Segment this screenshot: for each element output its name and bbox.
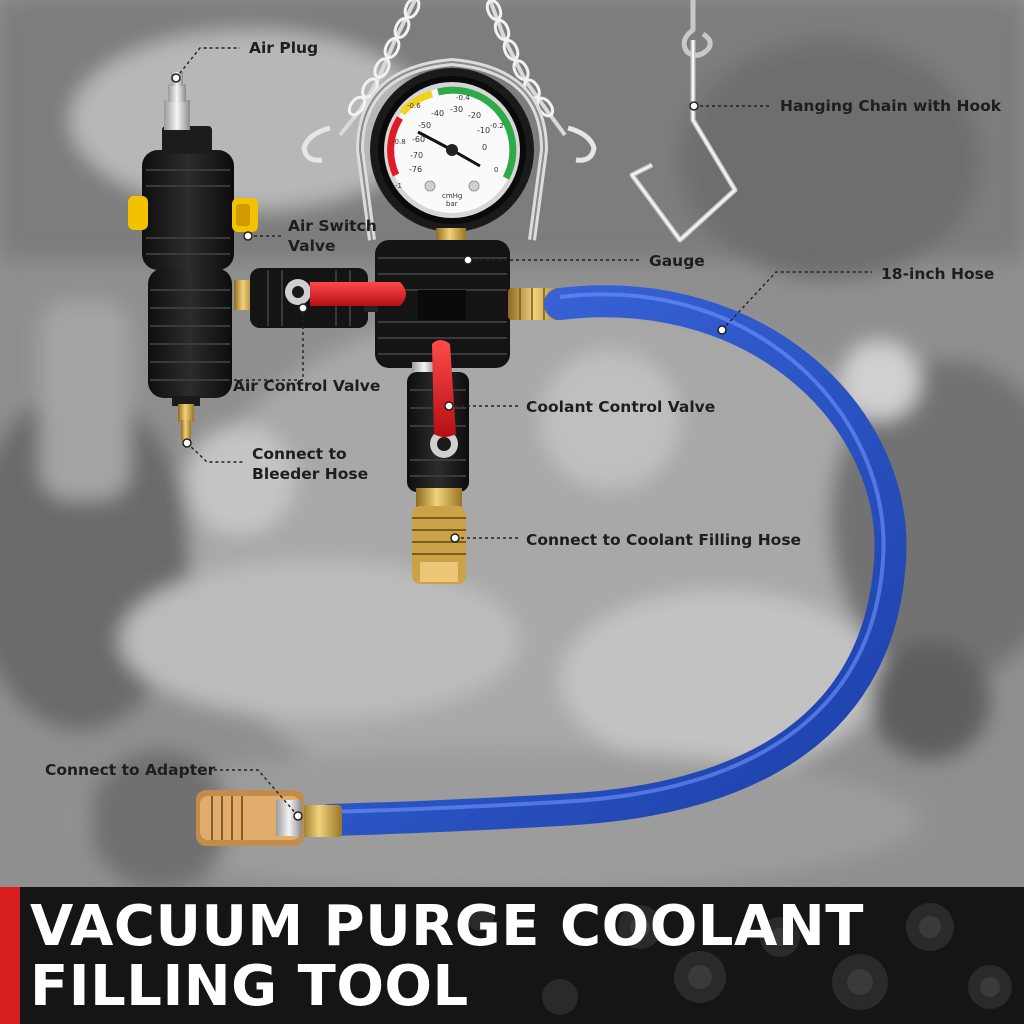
gauge-tick: -20 [468,111,481,120]
label-coolant-filling-hose: Connect to Coolant Filling Hose [526,531,802,549]
gauge-bar-tick: -0.4 [456,94,470,102]
gauge-brass-stem [436,228,466,242]
label-hanging-chain: Hanging Chain with Hook [780,97,1002,115]
gauge-tick: -70 [410,151,423,160]
air-plug [162,72,212,154]
label-air-switch-valve: Air Switch Valve [288,216,377,256]
central-manifold [375,240,510,368]
label-bleeder-hose-line1: Connect to [252,445,347,463]
gauge-unit: cmHg [442,192,462,200]
gauge-tick: -10 [477,126,490,135]
gauge-bar-tick: 0 [494,166,498,174]
gauge-unit: bar [446,200,458,208]
label-bleeder-hose-line2: Bleeder Hose [252,465,369,483]
label-gauge: Gauge [649,252,705,270]
left-valve-body [142,150,234,398]
air-control-valve-handle [310,282,406,306]
label-air-plug: Air Plug [249,39,319,57]
label-bleeder-hose: Connect to Bleeder Hose [252,444,368,484]
banner-engine-texture [466,903,1012,1015]
label-18-inch-hose: 18-inch Hose [881,265,995,283]
gauge-tick: 0 [482,143,487,152]
callout-leaders [175,47,872,817]
bleeder-hose-connector [172,396,200,440]
coolant-valve-handle [432,340,456,437]
title-banner: VACUUM PURGE COOLANT FILLING TOOL [0,887,1024,1024]
vacuum-gauge: -76 -70 -60 -50 -40 -30 -20 -10 0 -1 -0.… [370,68,534,232]
gauge-bar-tick: -0.2 [490,122,504,130]
chain-hooks [301,125,597,163]
label-air-switch-valve-line1: Air Switch [288,217,377,235]
banner-title-line2: FILLING TOOL [30,954,469,1019]
gauge-bar-tick: -0.6 [407,102,421,110]
banner-red-accent [0,887,20,1024]
label-air-switch-valve-line2: Valve [288,237,336,255]
air-switch-valve-knobs [128,196,258,232]
gauge-bar-tick: -1 [395,182,402,190]
banner-title-line1: VACUUM PURGE COOLANT [30,894,864,959]
gauge-tick: -30 [450,105,463,114]
gauge-tick: -50 [418,121,431,130]
callout-dots [171,73,727,821]
label-air-control-valve: Air Control Valve [233,377,381,395]
label-coolant-control-valve: Coolant Control Valve [526,398,716,416]
gauge-bar-tick: -0.8 [392,138,406,146]
label-adapter: Connect to Adapter [45,761,216,779]
adapter-coupler [196,790,342,846]
gauge-tick: -60 [412,135,425,144]
gauge-tick: -40 [431,109,444,118]
coolant-filling-coupler [412,488,466,584]
gauge-tick: -76 [409,165,422,174]
